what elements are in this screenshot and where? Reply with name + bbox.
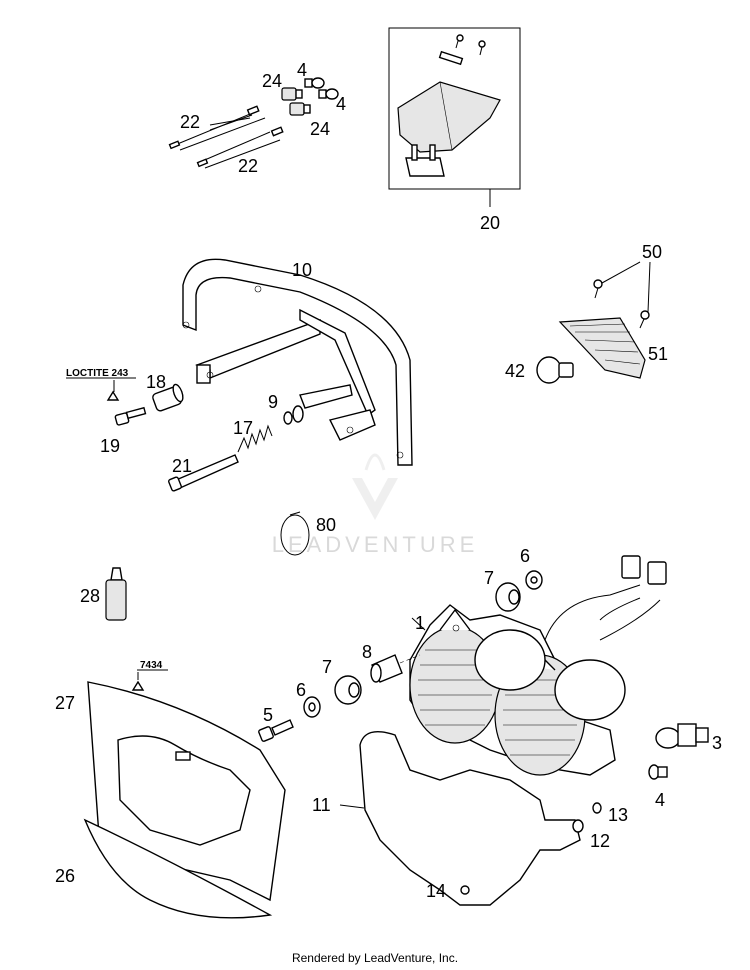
- nut-13: [592, 802, 602, 814]
- label-24-bottom: 24: [310, 119, 330, 139]
- bolt-5: [258, 719, 294, 742]
- grommet-7-lower: [334, 675, 362, 705]
- label-24-top: 24: [262, 71, 282, 91]
- screw-14: [460, 885, 470, 895]
- loctite-note: LOCTITE 243: [66, 368, 129, 379]
- screw-50-right: [639, 310, 650, 329]
- label-7-lower: 7: [322, 657, 332, 677]
- washer-9: [283, 405, 304, 425]
- reflector-51: [558, 317, 646, 379]
- label-80: 80: [316, 515, 336, 535]
- label-50: 50: [642, 242, 662, 262]
- mounting-bracket: [405, 144, 445, 177]
- screw-20-a: [455, 34, 464, 49]
- bulb-4-upper: [304, 77, 325, 89]
- label-28: 28: [80, 586, 100, 606]
- label-42: 42: [505, 361, 525, 381]
- adhesive-drop-icon: [131, 680, 145, 691]
- number-plate-26: [83, 818, 273, 919]
- label-6-upper: 6: [520, 546, 530, 566]
- label-3: 3: [712, 733, 722, 753]
- bolt-19: [114, 406, 147, 426]
- loctite-bottle-28: [105, 567, 127, 621]
- label-10: 10: [292, 260, 312, 280]
- label-7-upper: 7: [484, 568, 494, 588]
- code-note: 7434: [140, 660, 163, 671]
- bolt-21: [168, 454, 239, 492]
- loctite-drop-icon: [106, 390, 120, 401]
- label-22-top: 22: [180, 112, 200, 132]
- label-11: 11: [312, 795, 331, 815]
- label-4-top: 4: [297, 60, 307, 80]
- label-9: 9: [268, 392, 278, 412]
- washer-12: [572, 819, 584, 833]
- spring-17: [237, 424, 273, 453]
- bulb-42: [536, 356, 574, 384]
- label-14: 14: [426, 881, 446, 901]
- headlight-assembly: [409, 604, 626, 776]
- label-51: 51: [648, 344, 668, 364]
- bracket-plate: [438, 50, 464, 66]
- bulb-4-lower: [318, 88, 339, 100]
- grommet-7-upper: [495, 582, 521, 612]
- headlight-wiring-connector: [544, 555, 667, 641]
- spacer-18: [152, 383, 184, 412]
- label-12: 12: [590, 831, 610, 851]
- label-20: 20: [480, 213, 500, 233]
- wire-harness-small: [168, 105, 284, 169]
- screw-50-left: [593, 279, 603, 299]
- footer-credit: Rendered by LeadVenture, Inc.: [292, 951, 458, 965]
- hose-clamp-80: [280, 511, 310, 556]
- label-18: 18: [146, 372, 166, 392]
- label-4-mid: 4: [336, 94, 346, 114]
- parking-bulb-4: [648, 764, 668, 780]
- watermark-text: LEADVENTURE: [272, 532, 479, 557]
- label-4-right: 4: [655, 790, 665, 810]
- watermark-logo: [352, 453, 398, 520]
- label-8: 8: [362, 642, 372, 662]
- label-5: 5: [263, 705, 273, 725]
- label-17: 17: [233, 418, 253, 438]
- washer-6-upper: [525, 570, 543, 590]
- label-26: 26: [55, 866, 75, 886]
- label-6-lower: 6: [296, 680, 306, 700]
- washer-6-lower: [303, 696, 321, 718]
- label-1: 1: [415, 613, 425, 633]
- headlight-bulb-3: [655, 723, 709, 749]
- plate-slot: [175, 751, 191, 761]
- headlight-cover-11: [359, 731, 581, 906]
- screw-20-b: [478, 40, 486, 56]
- label-21: 21: [172, 456, 192, 476]
- label-22-bottom: 22: [238, 156, 258, 176]
- label-27: 27: [55, 693, 75, 713]
- bulb-socket-24-lower: [289, 102, 311, 116]
- bulb-socket-24-upper: [281, 87, 303, 101]
- label-19: 19: [100, 436, 120, 456]
- spacer-8: [370, 654, 403, 683]
- headlight-frame: [182, 258, 413, 466]
- label-13: 13: [608, 805, 628, 825]
